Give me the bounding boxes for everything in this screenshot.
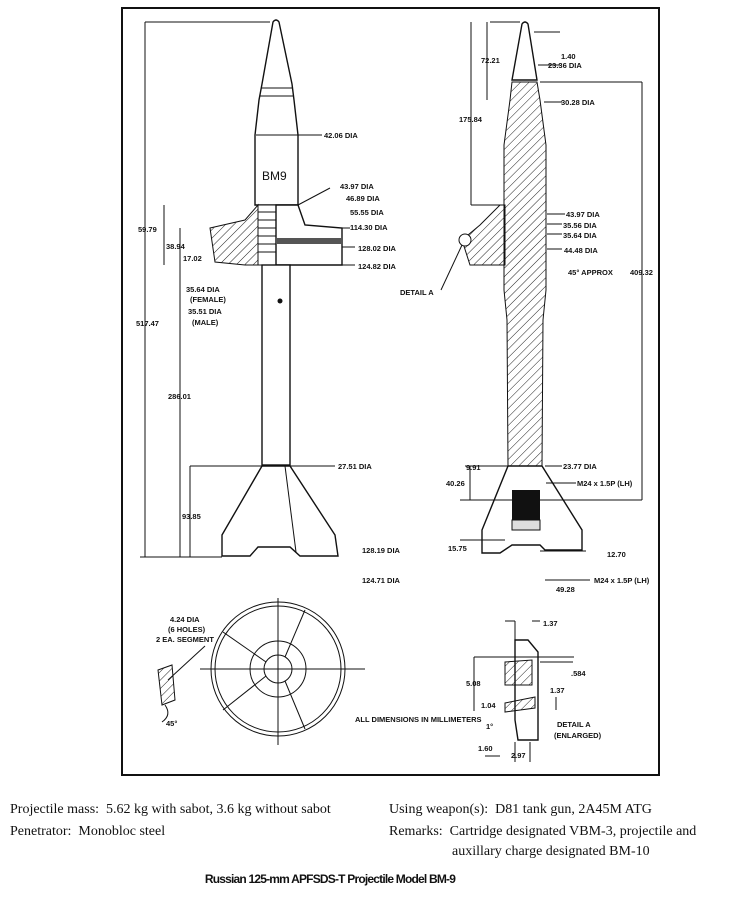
dimension-label: 128.02 DIA: [358, 244, 397, 253]
remarks-label: Remarks:: [389, 824, 443, 839]
dimension-label: 1.37: [550, 686, 565, 695]
penetrator-value: Monobloc steel: [78, 824, 166, 839]
dimension-label: 286.01: [168, 392, 191, 401]
dimension-label: 124.71 DIA: [362, 576, 401, 585]
dimension-label: 40.26: [446, 479, 465, 488]
dimension-label: 46.89 DIA: [346, 194, 380, 203]
projectile-model-label: BM9: [262, 169, 287, 183]
penetrator-label: Penetrator:: [10, 824, 72, 839]
dimension-label: 43.97 DIA: [340, 182, 374, 191]
dimension-label: 2 EA. SEGMENT: [156, 635, 214, 644]
dimension-label: 49.28: [556, 585, 575, 594]
dimension-label: 5.08: [466, 679, 481, 688]
dimension-label: 23.77 DIA: [563, 462, 597, 471]
right-projectile-view: 72.21 1.40 23.36 DIA 30.28 DIA 175.84 43…: [400, 21, 653, 594]
dimension-label: 27.51 DIA: [338, 462, 372, 471]
technical-drawing: BM9 42.06 DIA 43.97 DIA 46.89 DIA 55.55 …: [121, 7, 660, 776]
dimension-label: 1.37: [543, 619, 558, 628]
dimension-label: 1.60: [478, 744, 493, 753]
dimension-label: 409.32: [630, 268, 653, 277]
left-projectile-view: BM9 42.06 DIA 43.97 DIA 46.89 DIA 55.55 …: [136, 19, 401, 585]
remarks-value-line1: Cartridge designated VBM-3, projectile a…: [449, 824, 697, 839]
dimension-label: 4.24 DIA: [170, 615, 200, 624]
dimension-label: 55.55 DIA: [350, 208, 384, 217]
projectile-mass: Projectile mass: 5.62 kg with sabot, 3.6…: [10, 800, 331, 820]
dimension-label: 9.91: [466, 463, 481, 472]
dimension-label: 38.94: [166, 242, 186, 251]
figure-caption: Russian 125-mm APFSDS-T Projectile Model…: [204, 872, 456, 886]
dimension-label: 35.56 DIA: [563, 221, 597, 230]
dimension-label: 45°: [166, 719, 177, 728]
remarks-continued: auxillary charge designated BM-10: [452, 842, 650, 862]
dimension-label: 44.48 DIA: [564, 246, 598, 255]
dimension-label: DETAIL A: [557, 720, 591, 729]
dimension-label: 175.84: [459, 115, 483, 124]
dimension-label: 517.47: [136, 319, 159, 328]
weapon: Using weapon(s): D81 tank gun, 2A45M ATG: [389, 800, 652, 820]
dimension-label: 59.79: [138, 225, 157, 234]
dimension-label: 23.36 DIA: [548, 61, 582, 70]
dimension-label: M24 x 1.5P (LH): [577, 479, 633, 488]
penetrator: Penetrator: Monobloc steel: [10, 822, 165, 842]
dimension-label: 114.30 DIA: [350, 223, 388, 232]
dimension-label: M24 x 1.5P (LH): [594, 576, 650, 585]
dimension-label: 124.82 DIA: [358, 262, 397, 271]
dimension-label: (6 HOLES): [168, 625, 206, 634]
dimension-label: 30.28 DIA: [561, 98, 595, 107]
drawing-frame: [121, 7, 660, 776]
dimension-label: 1.04: [481, 701, 496, 710]
dimension-label: 35.64 DIA: [563, 231, 597, 240]
dimension-label: .584: [571, 669, 586, 678]
dimension-label: DETAIL A: [400, 288, 434, 297]
dimensions-note: ALL DIMENSIONS IN MILLIMETERS: [355, 715, 482, 724]
remarks: Remarks: Cartridge designated VBM-3, pro…: [389, 822, 696, 842]
dimension-label: (FEMALE): [190, 295, 226, 304]
dimension-label: 72.21: [481, 56, 500, 65]
dimension-label: 12.70: [607, 550, 626, 559]
dimension-label: 43.97 DIA: [566, 210, 600, 219]
dimension-label: (ENLARGED): [554, 731, 602, 740]
dimension-label: (MALE): [192, 318, 219, 327]
detail-a-view: 1.37 .584 5.08 1.37 1.04 1° 1.60 2.97 DE…: [466, 619, 602, 762]
remarks-value-line2: auxillary charge designated BM-10: [452, 844, 650, 859]
dimension-label: 45° APPROX: [568, 268, 613, 277]
mass-value: 5.62 kg with sabot, 3.6 kg without sabot: [106, 802, 331, 817]
dimension-label: 17.02: [183, 254, 202, 263]
base-view: 4.24 DIA (6 HOLES) 2 EA. SEGMENT 45° ALL…: [156, 598, 482, 745]
weapon-label: Using weapon(s):: [389, 802, 489, 817]
weapon-value: D81 tank gun, 2A45M ATG: [495, 802, 652, 817]
dimension-label: 35.64 DIA: [186, 285, 220, 294]
mass-label: Projectile mass:: [10, 802, 100, 817]
dimension-label: 35.51 DIA: [188, 307, 222, 316]
dimension-label: 42.06 DIA: [324, 131, 358, 140]
dimension-label: 2.97: [511, 751, 526, 760]
dimension-label: 15.75: [448, 544, 467, 553]
dimension-label: 1°: [486, 722, 493, 731]
dimension-label: 128.19 DIA: [362, 546, 401, 555]
dimension-label: 93.85: [182, 512, 201, 521]
dimension-label: 1.40: [561, 52, 576, 61]
